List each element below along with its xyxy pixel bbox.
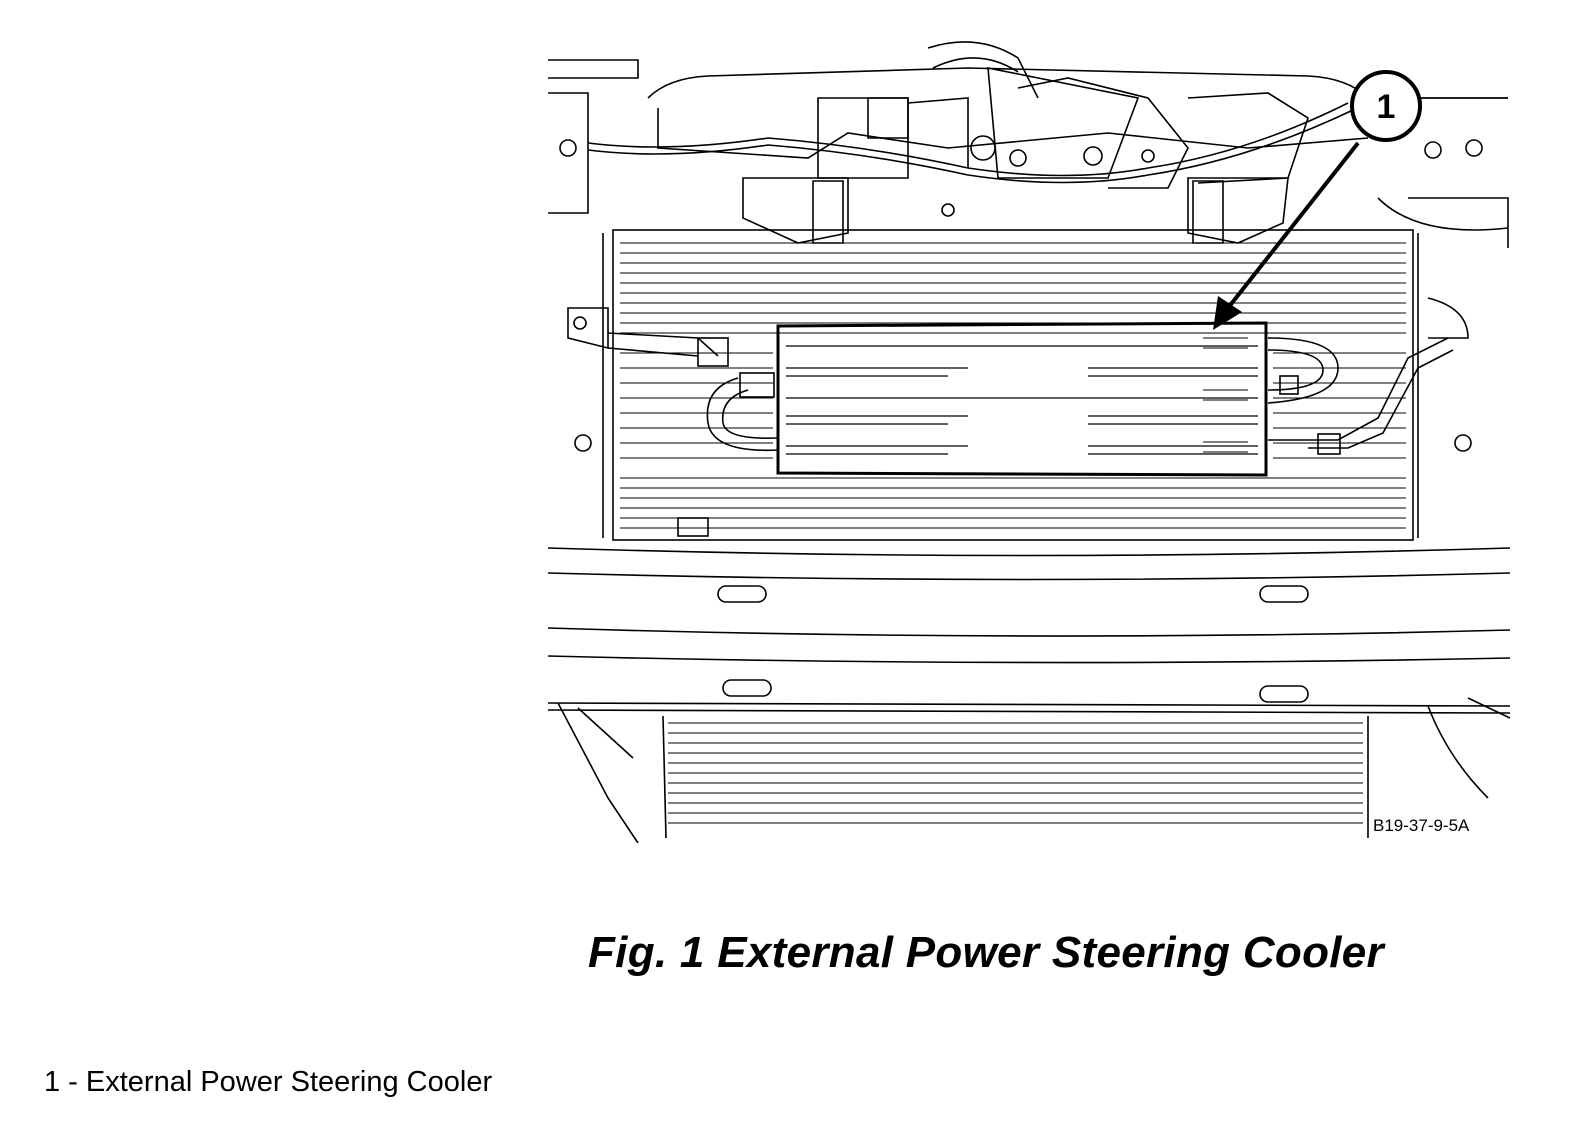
callout-number: 1 (1377, 88, 1396, 126)
engine-bay-top (548, 41, 1509, 248)
figure-caption: Fig. 1 External Power Steering Cooler (588, 928, 1384, 977)
figure-code: B19-37-9-5A (1373, 816, 1470, 835)
power-steering-cooler (607, 321, 1454, 537)
bumper-fascia (548, 547, 1510, 714)
radiator-core (567, 229, 1472, 541)
legend: 1 - External Power Steering Cooler (44, 1066, 492, 1099)
lower-grille (557, 697, 1510, 843)
legend-item: 1 - External Power Steering Cooler (44, 1066, 493, 1098)
radiator-line-drawing: 1 (548, 41, 1510, 843)
cooler-illustration: 1 (548, 38, 1510, 843)
callout-arrow: 1 (1213, 70, 1422, 330)
